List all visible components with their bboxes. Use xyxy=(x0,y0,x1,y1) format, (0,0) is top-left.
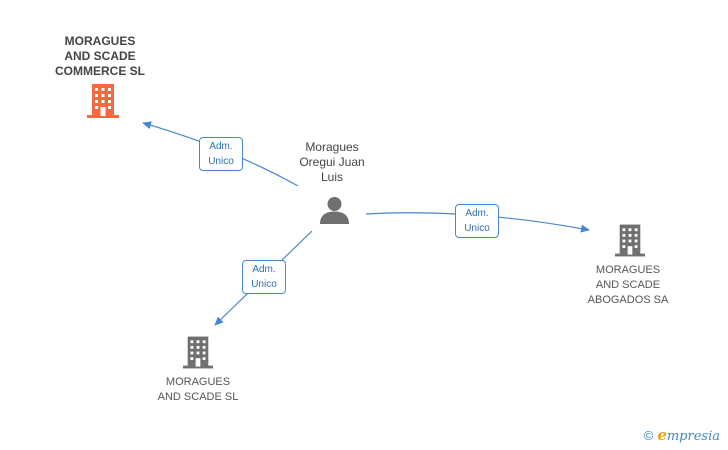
node-label-scade-sl: MORAGUES AND SCADE SL xyxy=(157,376,239,403)
building-icon[interactable] xyxy=(615,224,645,257)
edge-label-abogados[interactable]: Adm. Unico xyxy=(455,204,499,238)
node-label-person: Moragues Oregui Juan Luis xyxy=(299,140,365,184)
node-label-commerce: MORAGUES AND SCADE COMMERCE SL xyxy=(55,34,145,78)
edge-label-commerce[interactable]: Adm. Unico xyxy=(199,137,243,171)
building-icon[interactable] xyxy=(87,84,119,118)
copyright-symbol: © xyxy=(643,427,654,443)
person-icon[interactable] xyxy=(320,196,349,224)
building-icon[interactable] xyxy=(183,336,213,369)
node-label-abogados: MORAGUES AND SCADE ABOGADOS SA xyxy=(587,264,669,306)
empresia-logo[interactable]: empresia xyxy=(657,426,720,444)
empresia-footer: © empresia xyxy=(644,426,720,444)
edge-label-scade-sl[interactable]: Adm. Unico xyxy=(242,260,286,294)
